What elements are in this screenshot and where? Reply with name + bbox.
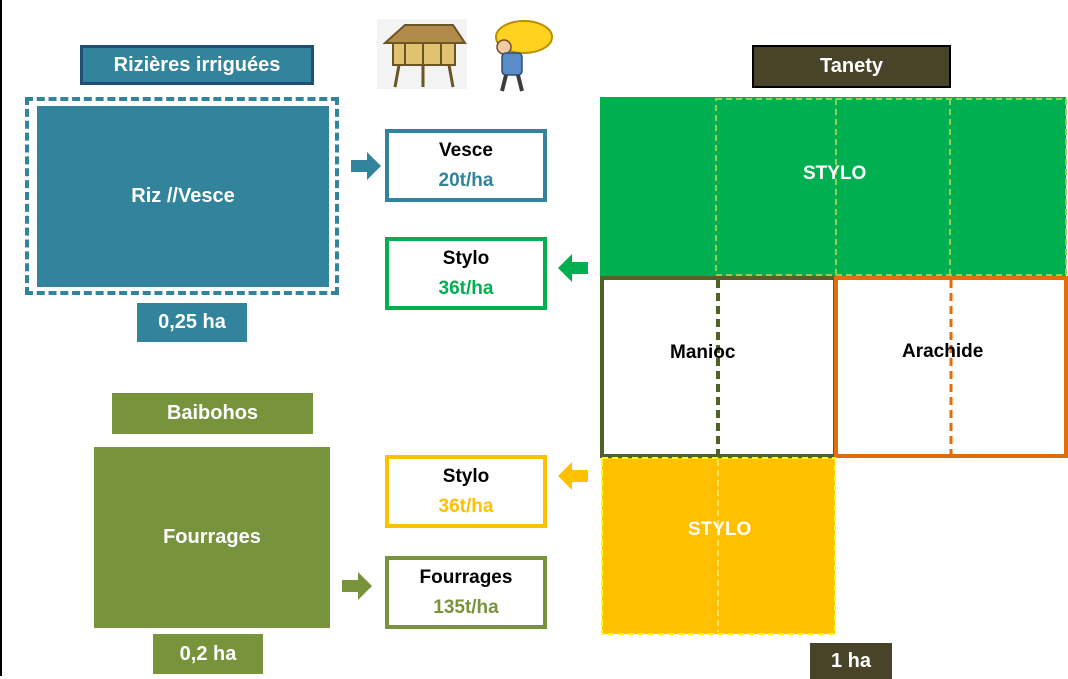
- rizieres-field: Riz //Vesce: [37, 106, 329, 287]
- rizieres-field-label: Riz //Vesce: [131, 185, 235, 207]
- farmer-carrying-hay-illustration: [495, 20, 553, 92]
- vesce-yield-box: Vesce 20t/ha: [385, 129, 547, 202]
- rizieres-area-text: 0,25 ha: [158, 311, 226, 333]
- page-left-border: [0, 0, 2, 676]
- tanety-stylo-top-label: STYLO: [803, 163, 867, 184]
- stylo-green-yield-box: Stylo 36t/ha: [385, 237, 547, 310]
- arrow-right-fourrages-icon: [342, 572, 372, 600]
- tanety-title: Tanety: [752, 45, 951, 88]
- fourrages-name: Fourrages: [419, 566, 513, 588]
- baibohos-field-label: Fourrages: [163, 526, 261, 548]
- tanety-arachide-label: Arachide: [902, 341, 984, 362]
- vesce-yield: 20t/ha: [438, 169, 494, 191]
- rizieres-area: 0,25 ha: [137, 303, 247, 342]
- tanety-manioc-label: Manioc: [670, 342, 736, 363]
- baibohos-area-text: 0,2 ha: [179, 642, 237, 665]
- baibohos-title-text: Baibohos: [166, 402, 259, 424]
- fourrages-yield: 135t/ha: [433, 596, 499, 618]
- granary-illustration: [377, 19, 467, 89]
- tanety-title-text: Tanety: [820, 55, 883, 77]
- tanety-stylo-top-block: [600, 97, 1066, 277]
- tanety-area-text: 1 ha: [830, 649, 872, 672]
- arrow-right-vesce-icon: [351, 152, 381, 180]
- arrow-left-stylo-green-icon: [558, 254, 588, 282]
- rizieres-field-outline: [25, 97, 339, 295]
- baibohos-title: Baibohos: [112, 393, 313, 434]
- stylo-green-name: Stylo: [442, 247, 490, 269]
- stylo-yellow-yield-box: Stylo 36t/ha: [385, 455, 547, 528]
- baibohos-area: 0,2 ha: [153, 634, 263, 674]
- tanety-plot: [600, 97, 1068, 635]
- stylo-yellow-yield: 36t/ha: [438, 495, 494, 517]
- tanety-stylo-bottom-label: STYLO: [688, 519, 752, 540]
- arrow-left-stylo-yellow-icon: [558, 462, 588, 490]
- fourrages-yield-box: Fourrages 135t/ha: [385, 556, 547, 629]
- baibohos-field: Fourrages: [94, 447, 330, 628]
- stylo-green-yield: 36t/ha: [438, 277, 494, 299]
- rizieres-title: Rizières irriguées: [80, 45, 314, 85]
- vesce-name: Vesce: [439, 139, 493, 161]
- rizieres-title-text: Rizières irriguées: [113, 53, 281, 76]
- stylo-yellow-name: Stylo: [442, 465, 490, 487]
- tanety-area: 1 ha: [810, 643, 892, 679]
